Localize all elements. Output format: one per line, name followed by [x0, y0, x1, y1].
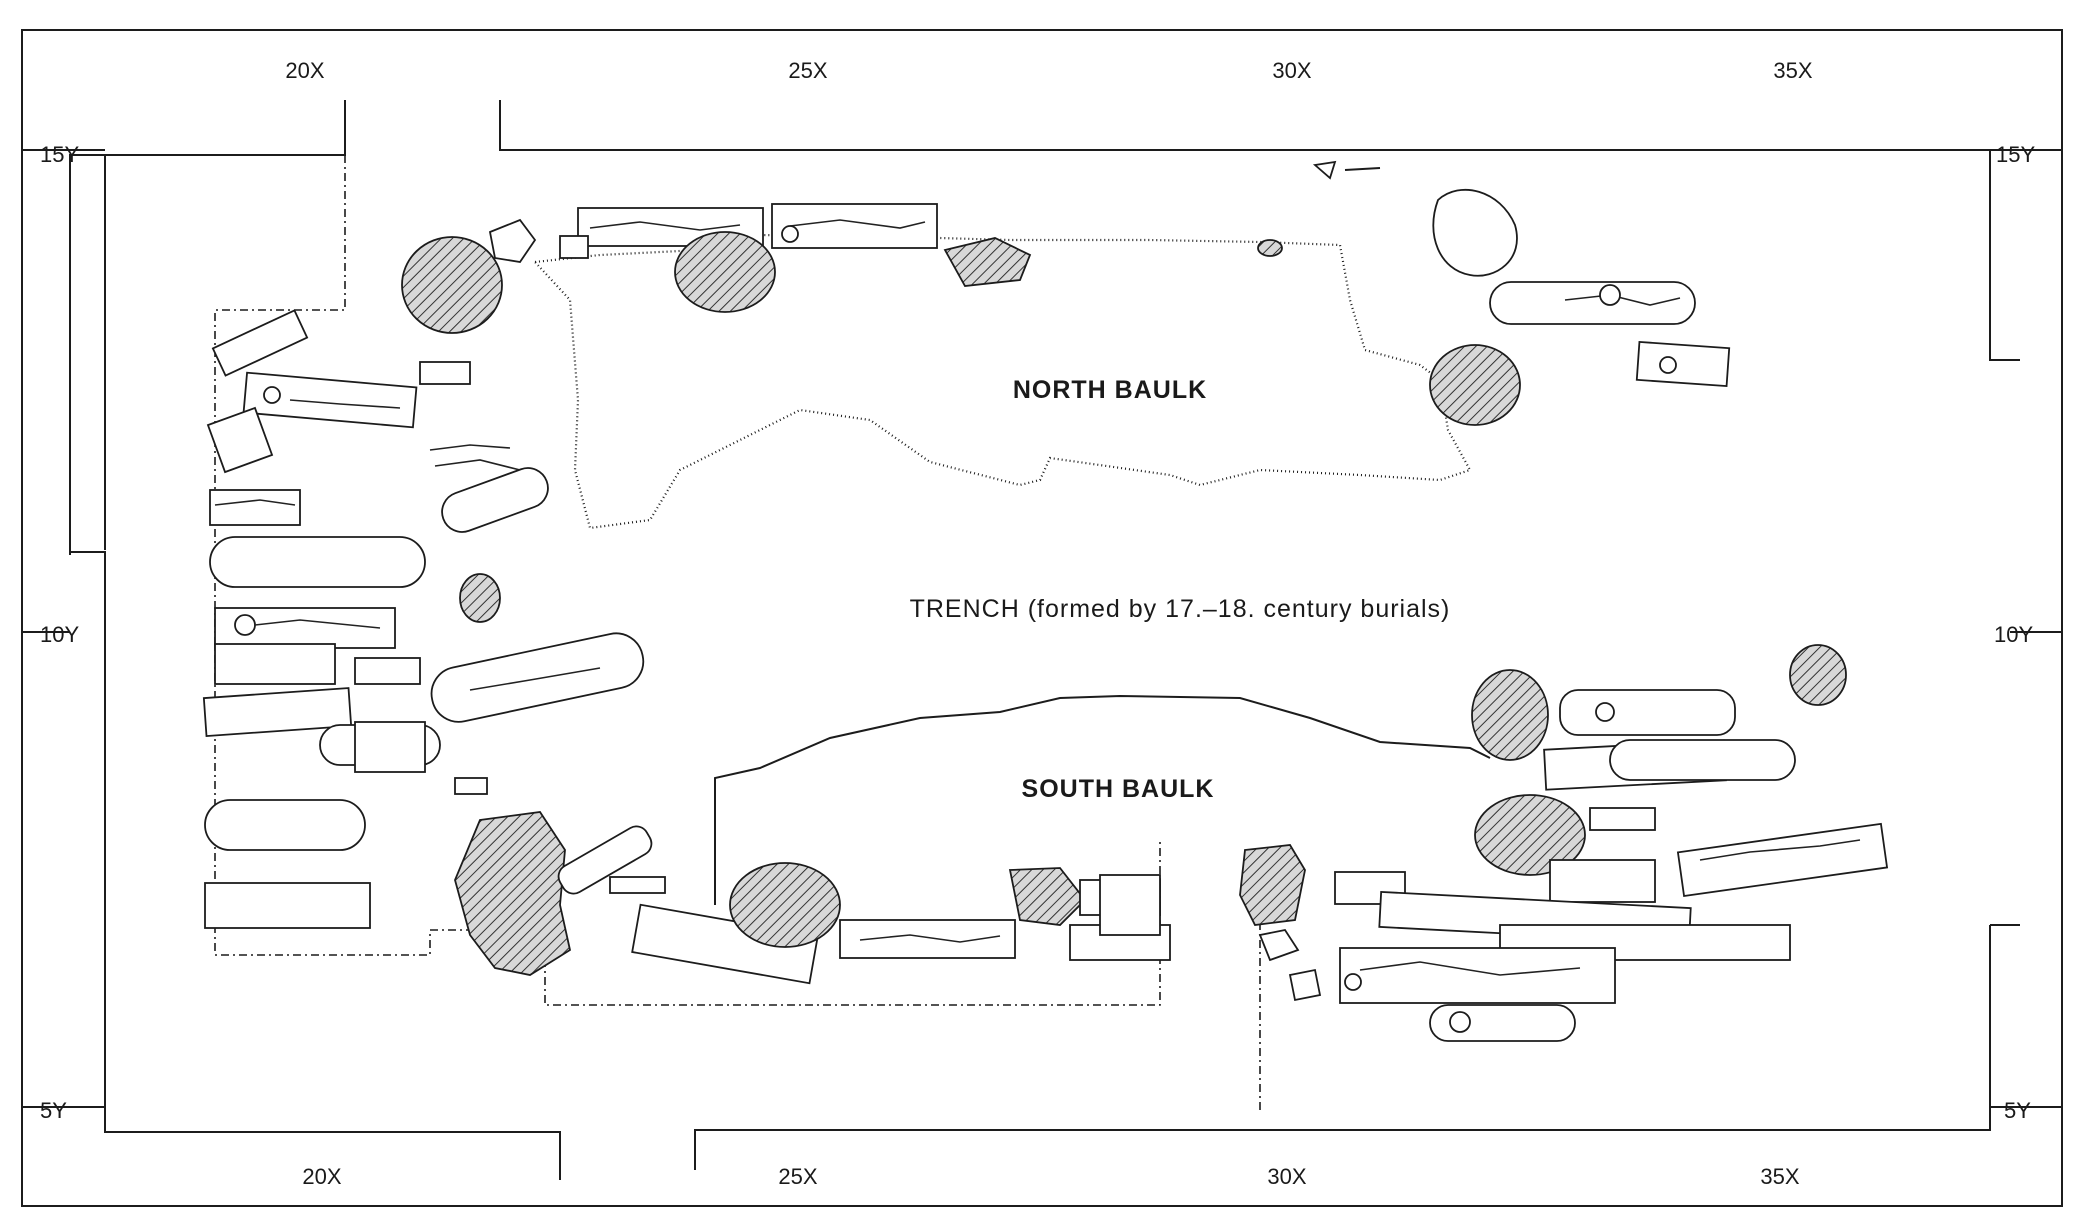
grid-label-bottom-30x: 30X — [1267, 1164, 1306, 1189]
south-baulk-edge — [714, 694, 1491, 905]
grid-labels-right: 15Y 10Y 5Y — [1994, 142, 2035, 1123]
north-baulk-label: NORTH BAULK — [1013, 376, 1207, 404]
trench-label: TRENCH (formed by 17.–18. century burial… — [910, 595, 1451, 623]
east-burials — [1239, 644, 1889, 1042]
grid-label-top-35x: 35X — [1773, 58, 1812, 83]
grid-label-left-5y: 5Y — [40, 1098, 67, 1123]
south-burials — [454, 811, 1171, 985]
outer-frame — [21, 29, 2063, 1207]
grid-label-left-15y: 15Y — [40, 142, 79, 167]
grid-label-bottom-25x: 25X — [778, 1164, 817, 1189]
grid-label-right-5y: 5Y — [2004, 1098, 2031, 1123]
grid-label-right-15y: 15Y — [1996, 142, 2035, 167]
grid-labels-top: 20X 25X 30X 35X — [285, 58, 1812, 83]
grid-label-top-30x: 30X — [1272, 58, 1311, 83]
south-baulk-label: SOUTH BAULK — [1022, 775, 1215, 803]
grid-brackets — [22, 100, 2062, 1180]
grid-label-bottom-20x: 20X — [302, 1164, 341, 1189]
grid-label-right-10y: 10Y — [1994, 622, 2033, 647]
grid-labels-bottom: 20X 25X 30X 35X — [302, 1164, 1799, 1189]
west-burials — [202, 309, 645, 929]
grid-label-top-25x: 25X — [788, 58, 827, 83]
grid-label-top-20x: 20X — [285, 58, 324, 83]
north-burials — [401, 160, 1731, 426]
grid-label-left-10y: 10Y — [40, 622, 79, 647]
grid-label-bottom-35x: 35X — [1760, 1164, 1799, 1189]
grid-labels-left: 15Y 10Y 5Y — [40, 142, 79, 1123]
